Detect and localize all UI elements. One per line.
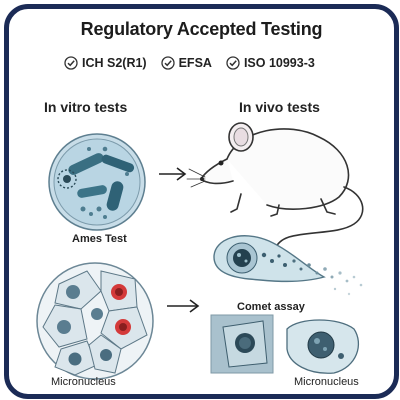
- micronucleus-dish-illustration: [36, 262, 154, 380]
- regulatory-badges: ICH S2(R1) EFSA ISO 10993-3: [64, 56, 315, 70]
- micronucleus-label-left: Micronucleus: [51, 376, 116, 388]
- comet-assay-illustration: [213, 235, 363, 296]
- petri-dish-illustration: [48, 133, 146, 231]
- in-vivo-heading: In vivo tests: [239, 99, 320, 115]
- badge-efsa: EFSA: [160, 56, 212, 70]
- diagram-frame: Regulatory Accepted Testing ICH S2(R1) E…: [4, 4, 399, 399]
- arrow-right-icon: [167, 299, 200, 313]
- badge-label: ISO 10993-3: [243, 56, 315, 70]
- ames-test-label: Ames Test: [72, 233, 127, 245]
- in-vitro-heading: In vitro tests: [44, 99, 128, 115]
- mouse-illustration: [186, 122, 364, 260]
- illustration-layer: [36, 122, 364, 380]
- badge-label: ICH S2(R1): [82, 56, 147, 70]
- comet-assay-label: Comet assay: [237, 301, 305, 313]
- micronucleus-cell-illustration: [286, 319, 360, 374]
- check-circle-icon: [226, 56, 240, 70]
- badge-iso: ISO 10993-3: [226, 56, 315, 70]
- check-circle-icon: [160, 56, 175, 70]
- badge-ich: ICH S2(R1): [64, 56, 147, 70]
- page-title: Regulatory Accepted Testing: [80, 19, 323, 39]
- check-circle-icon: [64, 56, 78, 70]
- arrow-right-icon: [159, 167, 187, 181]
- badge-label: EFSA: [178, 56, 212, 70]
- micronucleus-label-right: Micronucleus: [294, 376, 359, 388]
- micrograph-square: [210, 314, 274, 374]
